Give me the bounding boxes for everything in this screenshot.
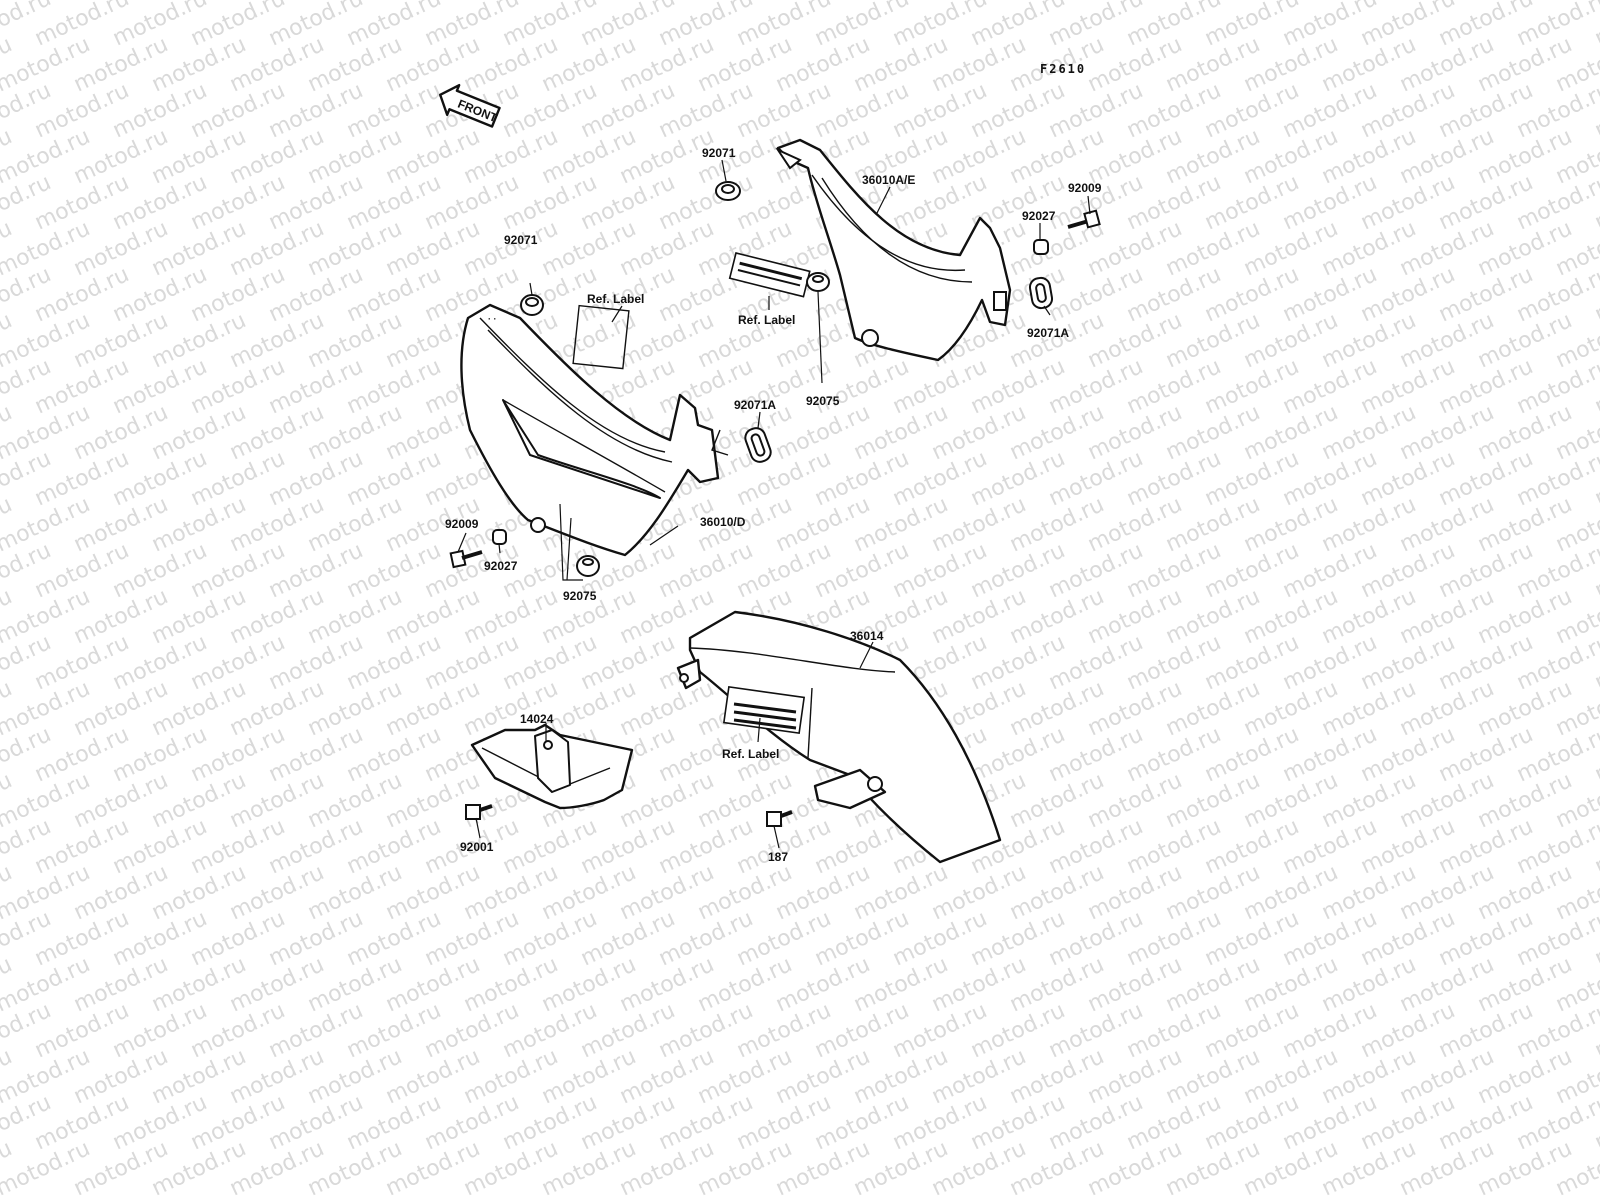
callout-92075-mid: 92075 (806, 394, 840, 408)
callout-92027-left: 92027 (484, 559, 518, 573)
callout-92071A-mid: 92071A (734, 398, 776, 412)
damper-92075-left (576, 555, 600, 577)
callout-14024: 14024 (520, 712, 554, 726)
callout-92071-left: 92071 (504, 233, 538, 247)
callout-92009-right: 92009 (1068, 181, 1102, 195)
callout-ref-label-left: Ref. Label (587, 292, 644, 306)
watermark-text: motod.ru (1591, 0, 1600, 51)
callout-36010AE: 36010A/E (862, 173, 915, 187)
callout-187: 187 (768, 850, 788, 864)
grommet-92071-left (520, 294, 544, 316)
callout-ref-label-mid: Ref. Label (738, 313, 795, 327)
callout-92009-left: 92009 (445, 517, 479, 531)
callout-92001: 92001 (460, 840, 494, 854)
callout-92027-right: 92027 (1022, 209, 1056, 223)
callout-92075-left: 92075 (563, 589, 597, 603)
callout-ref-label-chain: Ref. Label (722, 747, 779, 761)
diagram-code: F2610 (1040, 62, 1086, 76)
collar-92027-left (492, 529, 507, 545)
callout-36014: 36014 (850, 629, 884, 643)
callout-92071-top: 92071 (702, 146, 736, 160)
collar-92027-right (1033, 239, 1049, 255)
damper-92075-mid (806, 272, 830, 292)
svg-text:· ·: · · (488, 314, 497, 324)
callout-92071A-right: 92071A (1027, 326, 1069, 340)
grommet-92071-top (715, 181, 741, 201)
callout-36010D: 36010/D (700, 515, 746, 529)
